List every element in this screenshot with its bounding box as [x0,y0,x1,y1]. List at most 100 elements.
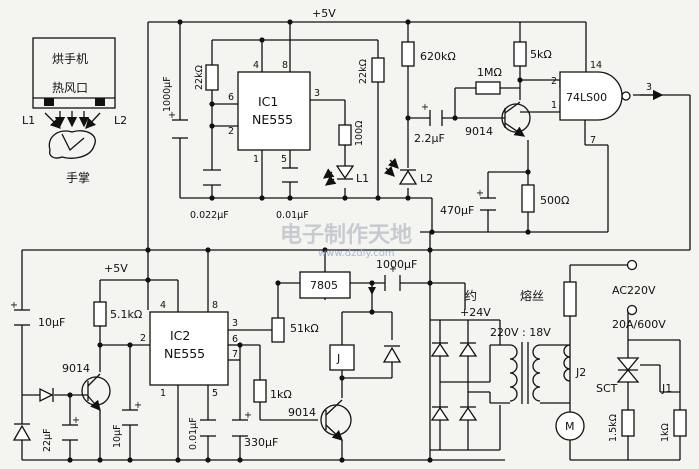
regulator-7805 [299,271,351,299]
top-junctions [177,19,531,235]
capacitor-0022uf [203,169,221,186]
c10-label: 10μF [38,316,65,329]
r15-label: 1.5kΩ [608,414,619,442]
gate-pin2: 2 [551,76,557,87]
r51k-label: 51kΩ [290,322,319,335]
ac-terminal-top [626,259,638,271]
c330-label: 330μF [244,436,278,449]
dryer-l1-label: L1 [22,114,35,127]
capacitor-330uf: + [232,410,252,437]
sct-label: SCT [596,382,618,395]
r500-label: 500Ω [540,194,569,207]
transistor-9014-top [501,101,531,137]
ic1-pin8: 8 [282,60,288,71]
svg-text:+: + [134,400,142,411]
r5k-label: 5kΩ [530,48,552,61]
relay-label: J [336,352,340,365]
r100-label: 100Ω [354,121,365,146]
capacitor-10uf-left: + [10,300,30,326]
c22u-label: 22μF [42,428,53,452]
nand-gate-74ls00 [559,70,631,145]
vcc-bottom-label: +5V [104,262,128,275]
palm-label: 手掌 [66,171,90,185]
ac-terminal-bottom [626,304,638,316]
q-top-label: 9014 [465,125,493,138]
resistor-5k [513,41,527,67]
ic2-pin5: 5 [212,388,218,399]
relay-coil-j [329,344,355,371]
ic1-name: IC1 [258,94,278,109]
ic1-pin3: 3 [314,88,320,99]
resistor-1k-mains [673,409,687,437]
svg-text:+: + [421,102,429,113]
l1-label: L1 [356,172,369,185]
reg-label: 7805 [310,279,338,292]
resistor-1-5k [621,409,635,437]
ic2-pin6: 6 [232,334,238,345]
ic1-pin2: 2 [228,126,234,137]
r620-label: 620kΩ [420,50,456,63]
gate-pin1: 1 [551,100,557,111]
r1k-mains-label: 1kΩ [660,423,671,442]
capacitor-1000uf-bottom: + [384,264,401,291]
xfmr-label: 220V : 18V [490,326,551,339]
c001b-label: 0.01μF [188,417,199,450]
motor-label: M [565,420,575,433]
resistor-22k-b [371,57,385,83]
ic2-chip [149,311,229,386]
flyback-diode [382,345,402,363]
scr-rating-label: 20A/600V [612,318,666,331]
svg-text:+: + [10,300,18,311]
vcc-top-label: +5V [312,7,336,20]
j2-label: J2 [575,366,586,379]
capacitor-470uf: + [476,188,496,211]
r1m-label: 1MΩ [477,66,502,79]
q-left-label: 9014 [62,362,90,375]
dryer-l2-label: L2 [114,114,127,127]
capacitor-22uf-bottom: + [62,415,80,441]
triac-sct [616,357,640,383]
l2-label: L2 [420,172,433,185]
v24-label: +24V [460,306,491,319]
ic2-pin7: 7 [232,349,238,360]
c001-label: 0.01μF [276,210,309,221]
gate-pin14: 14 [590,60,602,71]
capacitor-10uf-bottom: + [122,400,142,426]
j1-label: J1 [661,382,672,395]
gate-name: 74LS00 [566,91,607,104]
resistor-22k-a [205,64,219,91]
capacitor-001uf-top [282,167,298,183]
dryer-label-1: 烘手机 [52,52,88,66]
svg-text:+: + [168,110,176,121]
led-l1 [322,165,355,186]
ic2-type: NE555 [164,346,205,361]
ic2-pin3: 3 [232,318,238,329]
svg-text:+: + [72,415,80,426]
resistor-5-1k [93,301,107,327]
ic1-pin5: 5 [281,154,287,165]
transistor-9014-mid [320,399,352,441]
ic1-pin4: 4 [253,60,259,71]
ic1-pin6: 6 [228,92,234,103]
motor [555,411,585,441]
r51-label: 5.1kΩ [110,308,142,321]
resistor-1m [475,81,501,95]
gate-pin3: 3 [646,82,652,93]
capacitor-1000uf-top: + [168,110,188,139]
hand-dryer-illustration [32,37,116,159]
transistor-9014-left [81,373,111,411]
transformer [489,342,541,404]
gate-pin7: 7 [590,135,596,146]
svg-text:+: + [244,410,252,421]
svg-text:+: + [476,188,484,199]
fuse [563,281,577,317]
c10b-label: 10μF [112,424,123,448]
polarity-arrow [368,287,376,295]
ic1-chip [237,71,311,151]
resistor-620k [401,41,415,67]
capacitor-22uf-top: + [421,102,443,126]
ic2-pin4: 4 [160,300,166,311]
ic2-name: IC2 [170,328,190,343]
q-mid-label: 9014 [288,406,316,419]
ic1-type: NE555 [252,112,293,127]
